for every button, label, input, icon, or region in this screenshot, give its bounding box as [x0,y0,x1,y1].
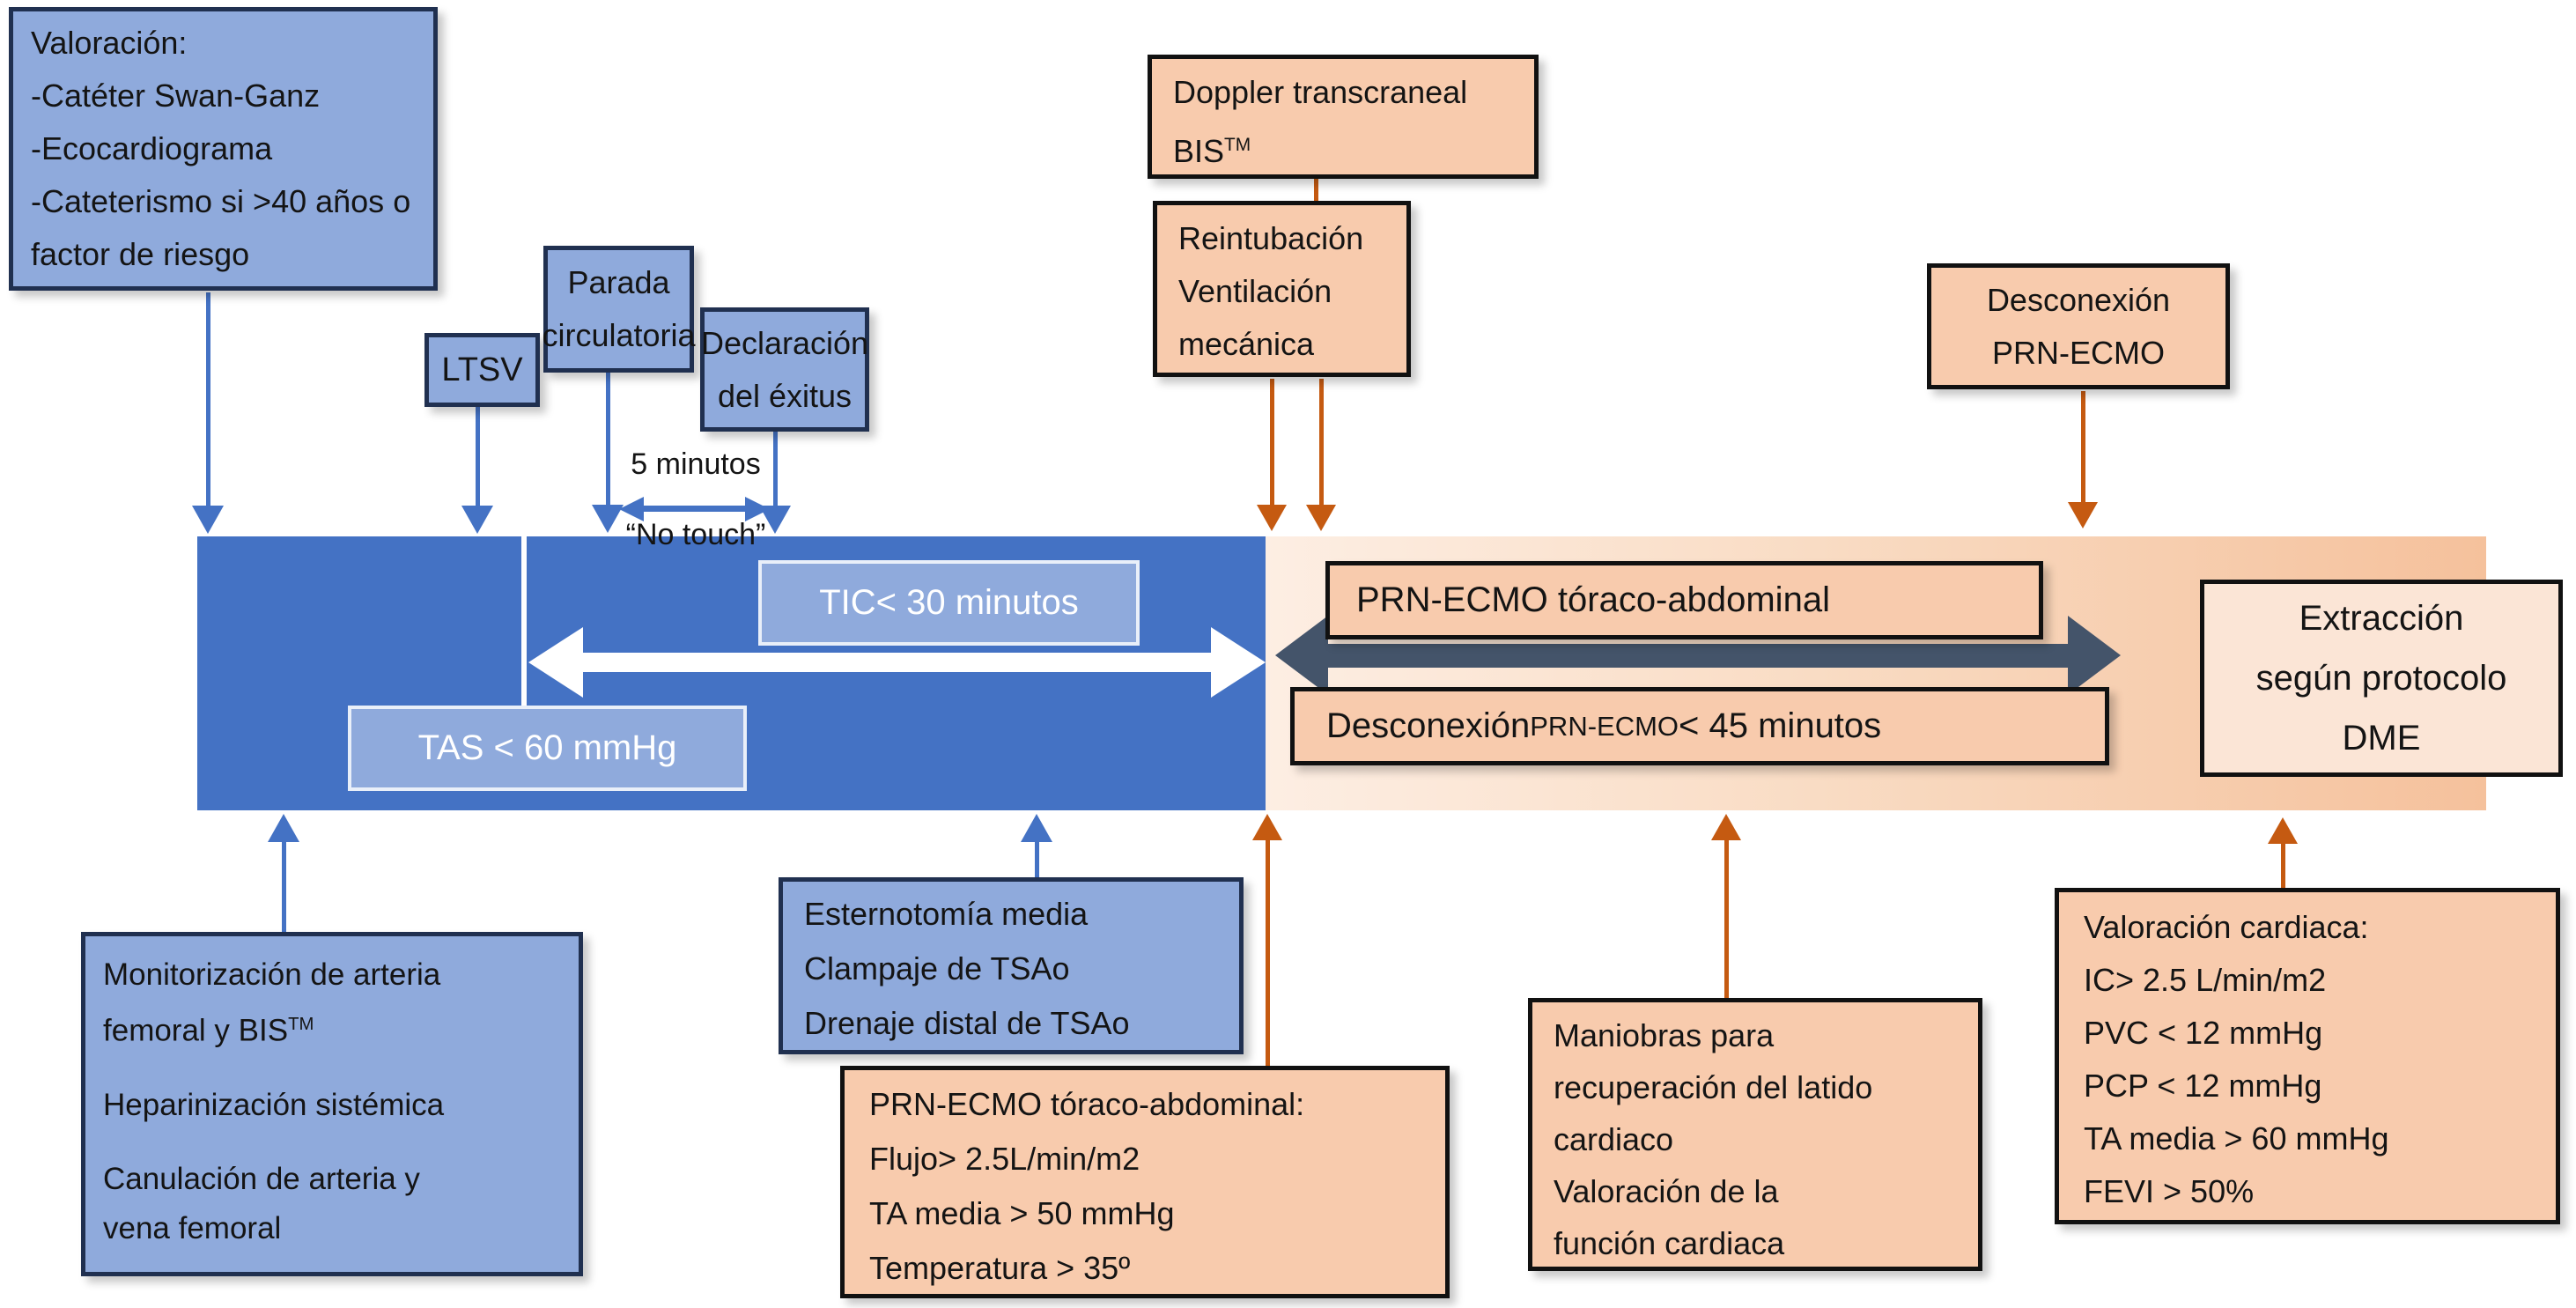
val-cardiaca-line: PVC < 12 mmHg [2084,1015,2323,1051]
extraccion-line: Extracción [2299,599,2464,638]
arrow-parada-head [592,505,624,533]
arrow-maniobras-head [1711,814,1741,840]
esternotomia-line: Clampaje de TSAo [804,950,1070,987]
parada-line: Parada [567,264,670,300]
prn-ecmo-detail-box: PRN-ECMO tóraco-abdominal: Flujo> 2.5L/m… [840,1066,1450,1298]
maniobras-box: Maniobras para recuperación del latido c… [1528,998,1982,1271]
desconexion-45-part1: Desconexión [1326,706,1531,745]
no-touch-double-arrow-shaft [642,506,747,512]
monitorizacion-line: Monitorización de arteria [103,957,441,992]
prn-detail-line: Flujo> 2.5L/min/m2 [869,1141,1140,1177]
prn-detail-line: PRN-ECMO tóraco-abdominal: [869,1086,1305,1122]
doppler-line1: Doppler transcraneal [1173,74,1468,110]
connector-doppler-reintubacion [1314,179,1318,203]
dark-double-arrow-shaft [1323,644,2073,668]
arrow-declaracion-line [773,432,778,507]
reintubacion-line: Reintubación [1178,220,1364,256]
reintubacion-line: Ventilación [1178,273,1332,309]
tic-interval-label: TIC< 30 minutos [758,560,1140,646]
doppler-bis-box: Doppler transcraneal BISTM [1148,55,1539,179]
tm-superscript: TM [288,1015,314,1034]
desconexion-45-part3: < 45 minutos [1679,706,1882,745]
arrow-reintubacion-1-line [1270,379,1274,506]
arrow-maniobras-line [1724,839,1729,998]
arrow-ltsv-head [461,506,493,534]
valoracion-line: factor de riesgo [31,236,250,272]
extraccion-line: según protocolo [2255,659,2507,698]
arrow-parada-line [606,373,610,506]
prn-detail-line: Temperatura > 35º [869,1250,1131,1286]
declaracion-exitus-box: Declaración del éxitus [700,307,869,432]
tm-superscript: TM [1224,135,1251,155]
declaracion-line: del éxitus [717,377,853,414]
declaracion-line: Declaración [700,324,869,361]
desconexion-45-part2: PRN-ECMO [1530,710,1679,742]
esternotomia-line: Drenaje distal de TSAo [804,1005,1130,1041]
monitorizacion-line: vena femoral [103,1210,282,1245]
desconexion-top-line: Desconexión [1986,281,2171,318]
valoracion-line: -Ecocardiograma [31,130,273,166]
reintubacion-line: mecánica [1178,326,1315,362]
valoracion-cardiaca-box: Valoración cardiaca: IC> 2.5 L/min/m2 PV… [2055,888,2560,1224]
prn-detail-line: TA media > 50 mmHg [869,1195,1175,1231]
valoracion-box: Valoración: -Catéter Swan-Ganz -Ecocardi… [9,7,438,291]
valoracion-line: -Cateterismo si >40 años o [31,183,411,219]
parada-circulatoria-box: Parada circulatoria [542,246,696,373]
maniobras-line: cardiaco [1554,1121,1674,1157]
arrow-val-cardiaca-head [2268,817,2298,844]
extraccion-line: DME [2342,719,2421,757]
reintubacion-box: Reintubación Ventilación mecánica [1153,201,1411,377]
maniobras-line: función cardiaca [1554,1225,1785,1261]
valoracion-line: Valoración: [31,25,188,61]
no-touch-label-line1: 5 minutos [631,447,761,481]
dark-double-arrow-left-head [1275,616,1328,695]
arrow-valoracion-line [206,292,210,507]
val-cardiaca-line: Valoración cardiaca: [2084,909,2369,945]
doppler-line2: BISTM [1173,133,1251,169]
no-touch-label-line2: “No touch” [625,518,766,551]
arrow-reintubacion-1-head [1257,505,1287,531]
arrow-declaracion-head [759,506,791,534]
arrow-prn-detail-line [1266,839,1270,1066]
val-cardiaca-line: TA media > 60 mmHg [2084,1120,2389,1157]
monitorizacion-box: Monitorización de arteria femoral y BIST… [81,932,583,1276]
maniobras-line: recuperación del latido [1554,1069,1873,1105]
monitorizacion-line: femoral y BISTM [103,1013,314,1048]
white-double-arrow-left-head [528,627,583,698]
arrow-reintubacion-2-line [1319,379,1324,506]
arrow-esternotomia-line [1035,840,1039,879]
monitorizacion-line: Heparinización sistémica [103,1087,445,1122]
arrow-desconexion-top-head [2068,502,2098,528]
desconexion-prn-ecmo-box: Desconexión PRN-ECMO [1927,263,2230,389]
prn-ecmo-bar-label: PRN-ECMO tóraco-abdominal [1325,561,2043,639]
white-double-arrow-right-head [1211,627,1266,698]
bar-divider-line [521,536,527,709]
arrow-monitorizacion-line [282,840,286,932]
arrow-esternotomia-head [1021,814,1052,842]
arrow-desconexion-top-line [2081,391,2085,504]
arrow-prn-detail-head [1252,814,1282,840]
monitorizacion-line: Canulación de arteria y [103,1161,420,1196]
ltsv-box: LTSV [424,333,540,407]
extraccion-dme-box: Extracción según protocolo DME [2200,580,2563,777]
maniobras-line: Maniobras para [1554,1017,1775,1053]
val-cardiaca-line: IC> 2.5 L/min/m2 [2084,962,2327,998]
esternotomia-line: Esternotomía media [804,896,1089,932]
maniobras-line: Valoración de la [1554,1173,1779,1209]
arrow-valoracion-head [192,506,224,534]
arrow-ltsv-line [476,407,480,507]
parada-line: circulatoria [542,317,696,353]
desconexion-top-line: PRN-ECMO [1992,334,2165,371]
esternotomia-box: Esternotomía media Clampaje de TSAo Dren… [779,877,1244,1054]
arrow-reintubacion-2-head [1306,505,1336,531]
val-cardiaca-line: PCP < 12 mmHg [2084,1068,2322,1104]
tas-threshold-label: TAS < 60 mmHg [348,706,747,791]
val-cardiaca-line: FEVI > 50% [2084,1173,2255,1209]
valoracion-line: -Catéter Swan-Ganz [31,78,321,114]
desconexion-45-label: Desconexión PRN-ECMO < 45 minutos [1290,687,2109,765]
arrow-monitorizacion-head [268,814,299,842]
dark-double-arrow-right-head [2068,616,2121,695]
white-double-arrow-shaft [581,653,1213,672]
arrow-val-cardiaca-line [2281,842,2285,888]
